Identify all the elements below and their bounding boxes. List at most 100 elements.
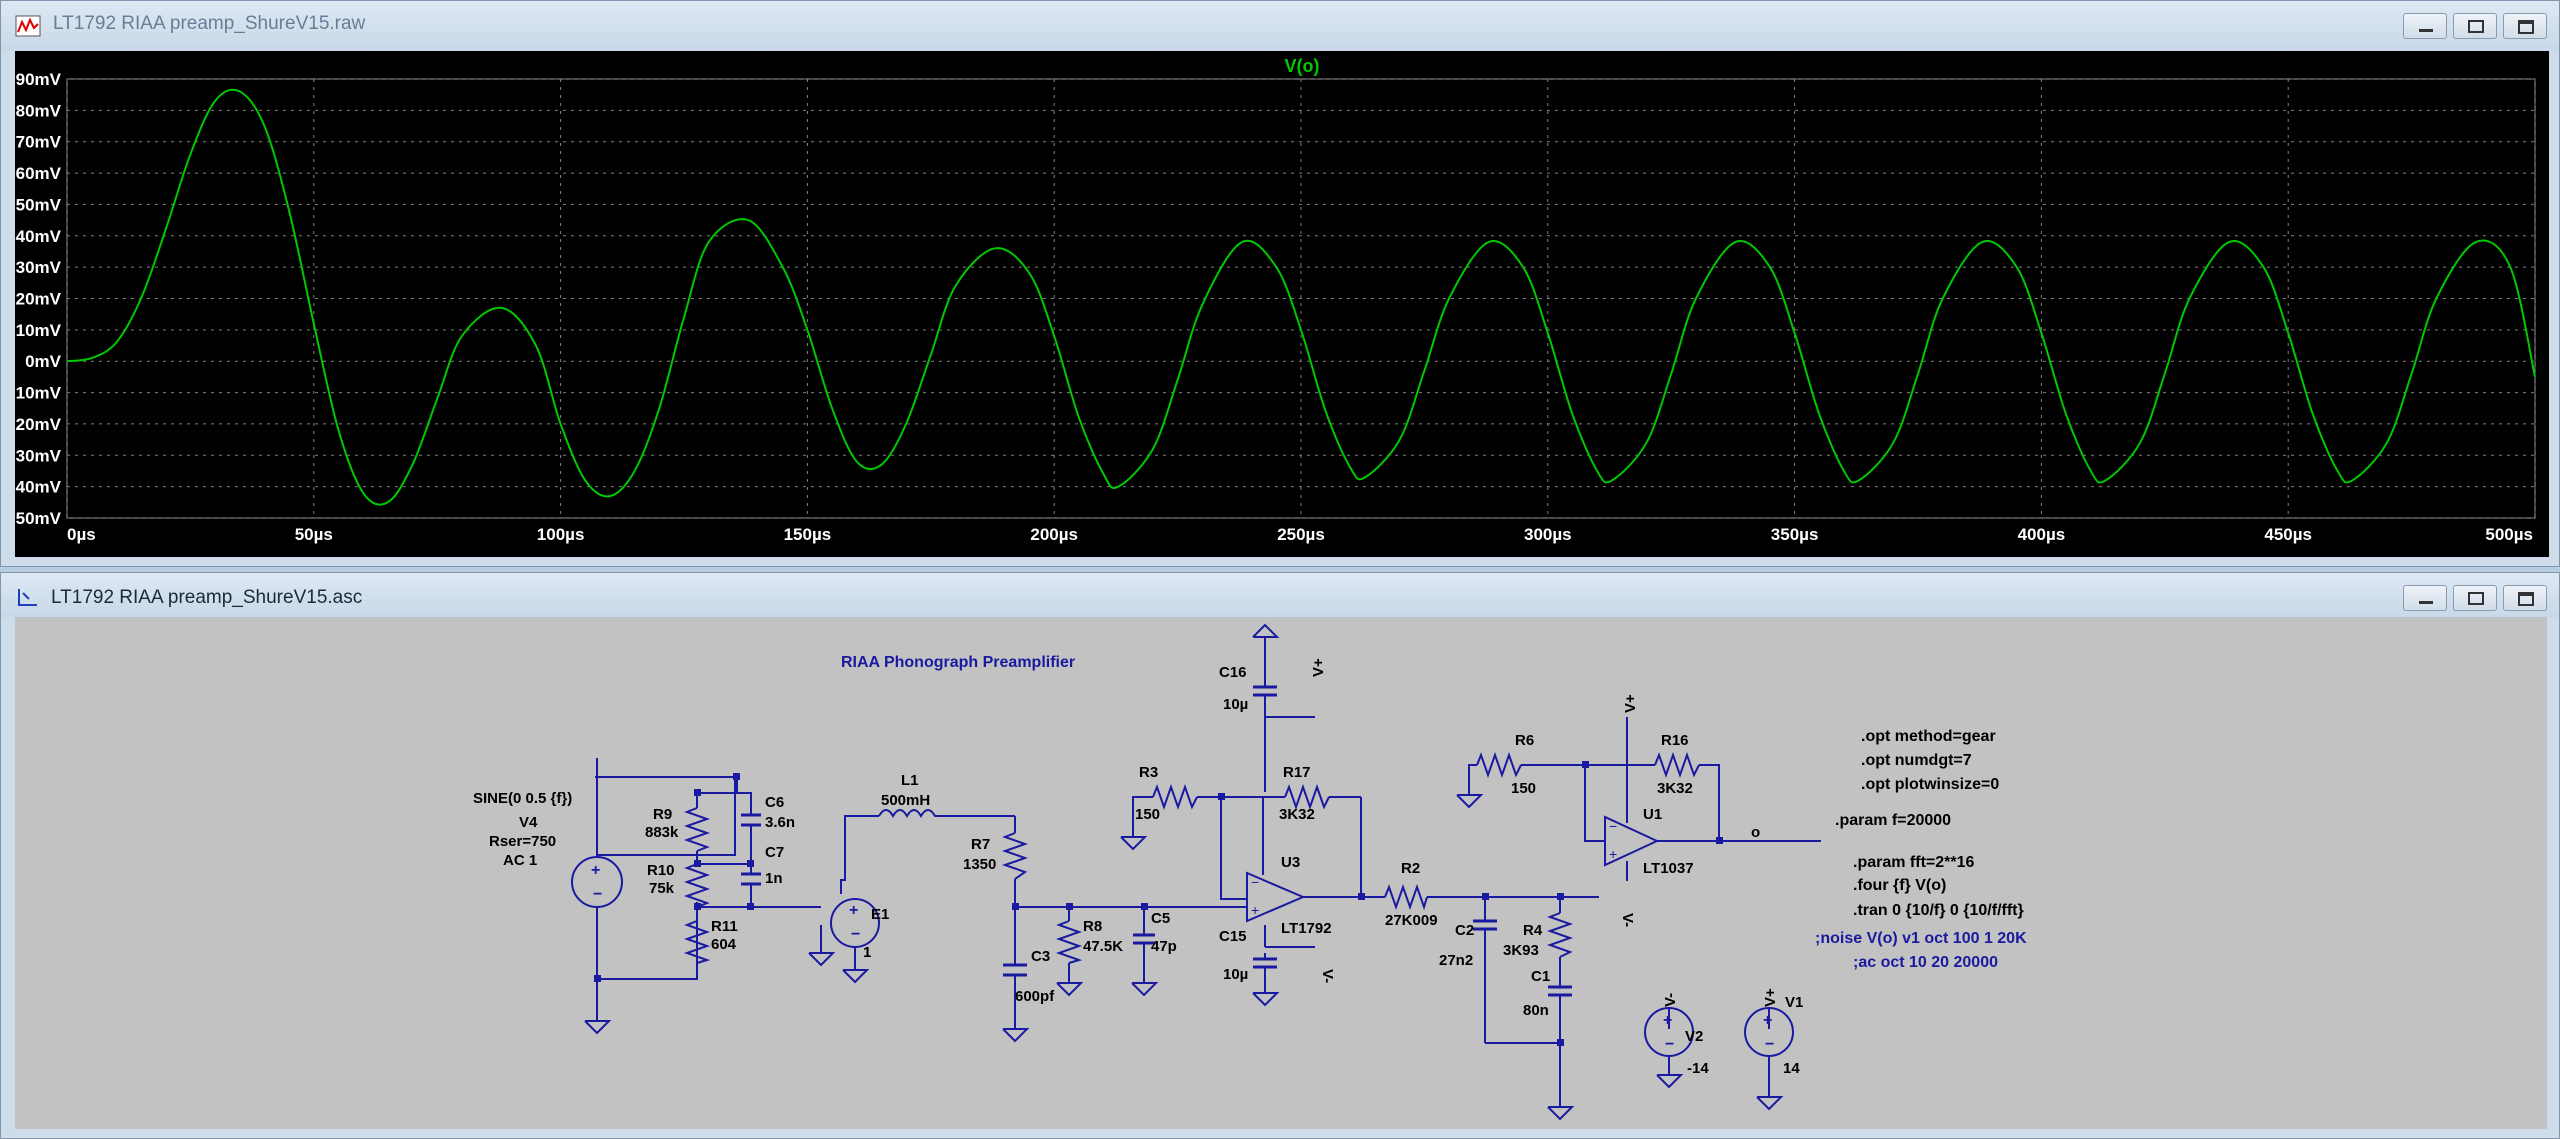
directive-opt-method[interactable]: .opt method=gear — [1861, 728, 1996, 745]
label-v4: V4 — [519, 814, 538, 831]
junction-dot — [1557, 1039, 1564, 1046]
waveform-icon — [15, 15, 41, 37]
label-c2: C2 — [1455, 922, 1474, 939]
directive-opt-plotwinsize[interactable]: .opt plotwinsize=0 — [1861, 776, 1999, 793]
junction-dot — [1141, 903, 1148, 910]
label-v4-src: SINE(0 0.5 {f}) — [473, 790, 572, 807]
junction-dot — [1582, 761, 1589, 768]
wire-v4-bottom — [596, 902, 698, 980]
maximize-button[interactable] — [2453, 13, 2497, 39]
waveform-chart[interactable]: V(o) 90mV80mV70mV60mV50mV40mV30mV20mV10m… — [10, 51, 2549, 557]
junction-dot — [1557, 893, 1564, 900]
voltage-source-v4 — [571, 856, 623, 908]
svg-text:+: + — [1609, 846, 1617, 862]
label-v1: V1 — [1785, 994, 1803, 1011]
y-tick-label: 70mV — [16, 133, 62, 152]
svg-text:+: + — [591, 862, 600, 879]
label-c16-val: 10µ — [1223, 696, 1248, 713]
close-button[interactable] — [2503, 585, 2547, 611]
svg-text:+: + — [849, 902, 858, 919]
label-c6-val: 3.6n — [765, 814, 795, 831]
x-tick-label: 300µs — [1524, 525, 1572, 544]
svg-text:−: − — [1765, 1036, 1774, 1053]
close-button[interactable] — [2503, 13, 2547, 39]
junction-dot — [594, 975, 601, 982]
y-tick-label: 50mV — [16, 195, 62, 214]
schematic-icon — [18, 589, 37, 606]
comment-ac[interactable]: ;ac oct 10 20 20000 — [1853, 954, 1998, 971]
minimize-button[interactable] — [2403, 13, 2447, 39]
y-tick-label: 40mV — [16, 227, 62, 246]
resistor-r6 — [1476, 751, 1522, 779]
svg-text:−: − — [1665, 1036, 1674, 1053]
ground-symbol — [1120, 836, 1148, 851]
waveform-title-bar[interactable]: LT1792 RIAA preamp_ShureV15.raw — [1, 1, 2559, 51]
label-r11: R11 — [711, 918, 738, 935]
y-tick-label: 10mV — [16, 321, 62, 340]
label-l1-val: 500mH — [881, 792, 930, 809]
label-c5-val: 47p — [1151, 938, 1177, 955]
label-u3-val: LT1792 — [1281, 920, 1332, 937]
label-v2-val: -14 — [1687, 1060, 1709, 1077]
label-r9: R9 — [653, 806, 672, 823]
label-r4-val: 3K93 — [1503, 942, 1539, 959]
resistor-r2 — [1384, 883, 1428, 911]
waveform-window-title: LT1792 RIAA preamp_ShureV15.raw — [53, 13, 366, 34]
inductor-l1 — [878, 809, 939, 818]
resistor-r16 — [1654, 751, 1700, 779]
minimize-button[interactable] — [2403, 585, 2447, 611]
comment-noise[interactable]: ;noise V(o) v1 oct 100 1 20K — [1815, 930, 2027, 947]
directive-four[interactable]: .four {f} V(o) — [1853, 877, 1946, 894]
resistor-r11 — [683, 920, 711, 964]
label-c5: C5 — [1151, 910, 1170, 927]
label-r17-val: 3K32 — [1279, 806, 1315, 823]
label-r3-val: 150 — [1135, 806, 1160, 823]
schematic-heading: RIAA Phonograph Preamplifier — [841, 654, 1075, 671]
label-r2: R2 — [1401, 860, 1420, 877]
y-tick-label: -50mV — [15, 509, 62, 528]
label-c1-val: 80n — [1523, 1002, 1549, 1019]
y-tick-label: -40mV — [15, 478, 62, 497]
y-tick-label: 30mV — [16, 258, 62, 277]
trace-label[interactable]: V(o) — [1285, 56, 1320, 76]
label-r8: R8 — [1083, 918, 1102, 935]
label-r10-val: 75k — [649, 880, 675, 897]
label-v4-rser: Rser=750 — [489, 833, 556, 850]
label-l1: L1 — [901, 772, 919, 789]
junction-dot — [1482, 893, 1489, 900]
label-u3: U3 — [1281, 854, 1300, 871]
label-r6-val: 150 — [1511, 780, 1536, 797]
x-tick-label: 500µs — [2485, 525, 2533, 544]
maximize-button[interactable] — [2453, 585, 2497, 611]
label-v2: V2 — [1685, 1028, 1703, 1045]
schematic-canvas[interactable]: +− +− +− +− −+ −+ — [15, 617, 2547, 1129]
label-r6: R6 — [1515, 732, 1534, 749]
label-c3: C3 — [1031, 948, 1050, 965]
ground-symbol — [808, 952, 836, 967]
label-c16: C16 — [1219, 664, 1247, 681]
label-c7-val: 1n — [765, 870, 783, 887]
directive-param-f[interactable]: .param f=20000 — [1835, 812, 1951, 829]
directive-opt-numdgt[interactable]: .opt numdgt=7 — [1861, 752, 1972, 769]
voltage-source-v2 — [1644, 1007, 1694, 1057]
schematic-window-title: LT1792 RIAA preamp_ShureV15.asc — [51, 587, 363, 608]
y-tick-label: 60mV — [16, 164, 62, 183]
directive-tran[interactable]: .tran 0 {10/f} 0 {10/f/fft} — [1853, 902, 2024, 919]
ground-symbol — [1547, 1106, 1575, 1121]
net-label-vminus: V- — [1319, 969, 1336, 983]
x-tick-label: 150µs — [784, 525, 832, 544]
schematic-window[interactable]: LT1792 RIAA preamp_ShureV15.asc — [0, 572, 2560, 1139]
schematic-title-bar[interactable]: LT1792 RIAA preamp_ShureV15.asc — [1, 573, 2559, 617]
waveform-window[interactable]: LT1792 RIAA preamp_ShureV15.raw V(o) 90m… — [0, 0, 2560, 567]
schematic-drawing[interactable]: +− +− +− +− −+ −+ — [15, 617, 2547, 1129]
label-c7: C7 — [765, 844, 784, 861]
junction-dot — [747, 860, 754, 867]
label-r7-val: 1350 — [963, 856, 996, 873]
directive-param-fft[interactable]: .param fft=2**16 — [1853, 854, 1974, 871]
label-r11-val: 604 — [711, 936, 737, 953]
junction-dot — [1358, 893, 1365, 900]
svg-text:−: − — [1609, 818, 1617, 834]
label-c15: C15 — [1219, 928, 1247, 945]
svg-text:−: − — [593, 886, 602, 903]
